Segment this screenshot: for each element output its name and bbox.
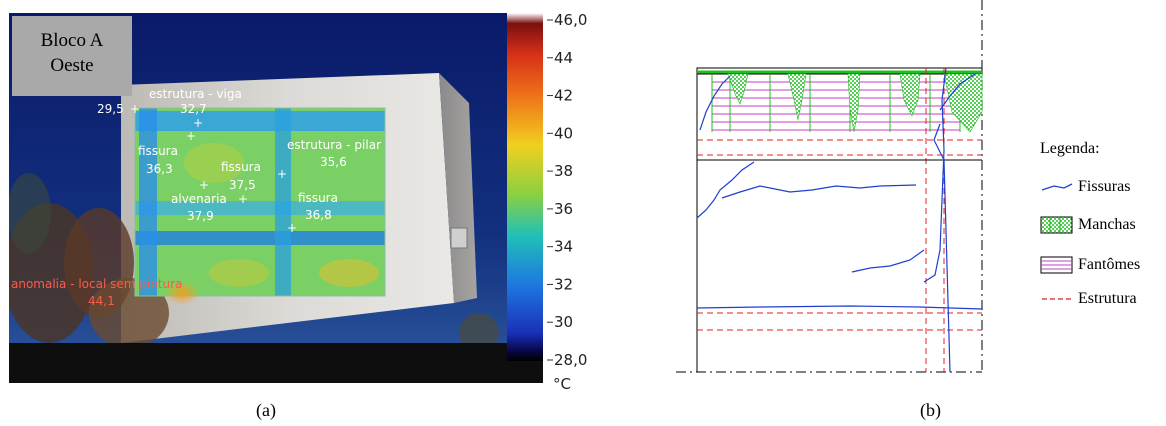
value-anomalia: 44,1: [88, 294, 115, 308]
legend-item-estrutura: Estrutura: [1040, 288, 1137, 310]
value-estrutura-pilar: 35,6: [320, 155, 347, 169]
thermal-photo: 29,5 + estrutura - viga 32,7 + fissura 3…: [9, 13, 543, 383]
fissuras-symbol-icon: [1041, 183, 1073, 191]
label-estrutura-pilar: estrutura - pilar: [287, 138, 381, 152]
label-estrutura-viga: estrutura - viga: [149, 87, 242, 101]
label-fissura-3: fissura: [298, 191, 338, 205]
value-fissura-2: 37,5: [229, 178, 256, 192]
block-label: Bloco A Oeste: [12, 16, 132, 96]
legend-item-fissuras: Fissuras: [1040, 176, 1130, 198]
colorbar-tick-label: 36: [554, 200, 573, 218]
caption-a: (a): [256, 400, 276, 420]
value-fissura-1: 36,3: [146, 162, 173, 176]
svg-text:+: +: [277, 167, 287, 181]
colorbar-tick-label: 32: [554, 275, 573, 293]
legend-item-fantomes: Fantômes: [1040, 254, 1140, 276]
colorbar-tick-label: 28,0: [554, 351, 587, 369]
legend-label-fantomes: Fantômes: [1078, 256, 1141, 273]
fissuras-lines: [696, 67, 983, 373]
label-alvenaria: alvenaria: [171, 192, 227, 206]
block-label-line1: Bloco A: [40, 30, 104, 51]
colorbar-tick-label: 40: [554, 124, 573, 142]
estrutura-lines: [697, 68, 982, 372]
thermal-overlay: [134, 107, 386, 297]
value-alvenaria: 37,9: [187, 209, 214, 223]
estrutura-symbol-icon: [1042, 298, 1072, 300]
colorbar-ticks: 46,0 44 42 40 38 36 34 32 30 28,0: [547, 13, 587, 369]
label-anomalia: anomalia - local sem pintura: [11, 277, 182, 291]
anomaly-map: [676, 0, 983, 373]
svg-text:+: +: [186, 129, 196, 143]
colorbar-tick-label: 42: [554, 87, 573, 105]
colorbar-tick-label: 30: [554, 313, 573, 331]
measurement-markers: 29,5 + estrutura - viga 32,7 + fissura 3…: [11, 87, 381, 308]
temperature-colorbar: 46,0 44 42 40 38 36 34 32 30 28,0 °C: [507, 13, 587, 393]
manchas-symbol-icon: [1040, 216, 1073, 234]
colorbar-tick-label: 34: [554, 238, 573, 256]
legend-item-manchas: Manchas: [1040, 214, 1136, 236]
fantomes-symbol-icon: [1040, 256, 1073, 274]
colorbar-tick-label: 46,0: [554, 13, 587, 29]
legend-title: Legenda:: [1040, 140, 1100, 157]
manchas-grid: [711, 74, 961, 132]
svg-text:+: +: [193, 116, 203, 130]
manchas-stains: [727, 73, 983, 133]
svg-text:+: +: [287, 221, 297, 235]
colorbar-tick-label: 38: [554, 162, 573, 180]
block-label-line2: Oeste: [50, 55, 94, 76]
legend-label-estrutura: Estrutura: [1078, 290, 1137, 307]
legend-label-manchas: Manchas: [1078, 216, 1136, 233]
caption-b: (b): [920, 400, 941, 420]
label-fissura-2: fissura: [221, 160, 261, 174]
value-estrutura-viga: 32,7: [180, 102, 207, 116]
legend-label-fissuras: Fissuras: [1078, 178, 1131, 195]
colorbar-tick-label: 44: [554, 49, 573, 67]
value-fissura-3: 36,8: [305, 208, 332, 222]
svg-text:+: +: [130, 102, 140, 116]
fantomes-area: [712, 81, 960, 131]
corner-marker: 29,5 +: [97, 102, 140, 116]
colorbar-gradient: [507, 13, 543, 361]
svg-text:+: +: [238, 192, 248, 206]
corner-value: 29,5: [97, 102, 124, 116]
colorbar-unit: °C: [553, 375, 571, 393]
label-fissura-1: fissura: [138, 144, 178, 158]
svg-text:+: +: [199, 178, 209, 192]
